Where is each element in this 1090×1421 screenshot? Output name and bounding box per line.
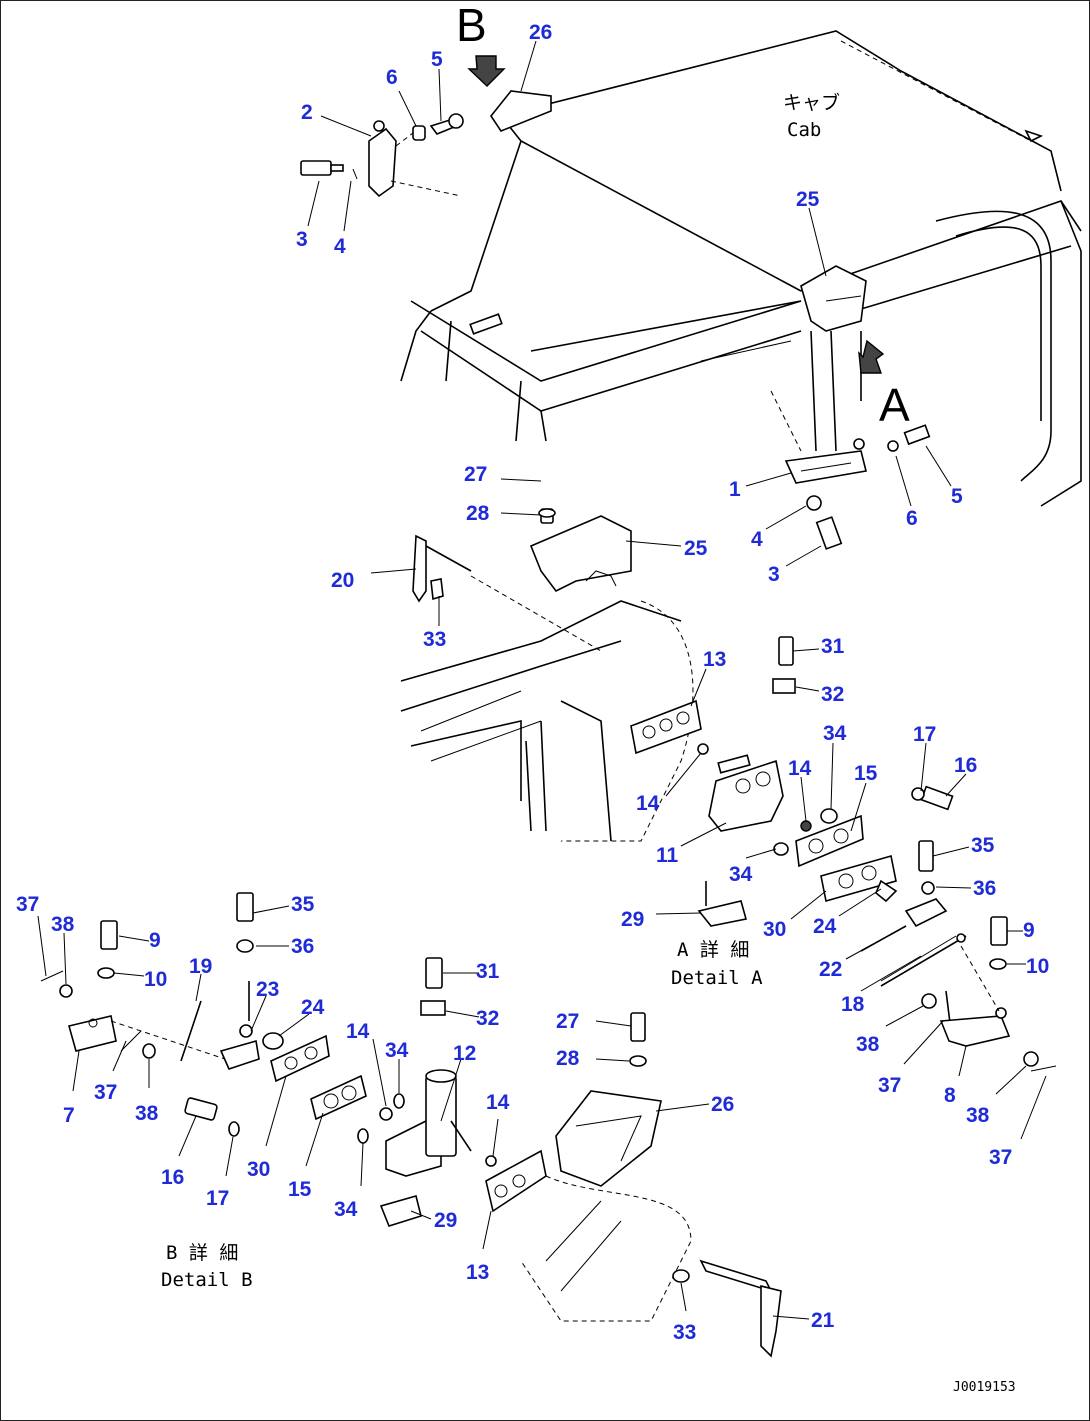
callout-1: 1	[729, 478, 741, 501]
callout-14-b-left: 14	[346, 1020, 370, 1043]
callout-13-b: 13	[466, 1261, 489, 1284]
callout-36-b: 36	[291, 935, 314, 958]
callout-6-top: 6	[386, 66, 398, 89]
view-letter-b: B	[456, 1, 487, 51]
callout-7: 7	[63, 1104, 75, 1127]
callout-25-top: 25	[796, 188, 820, 211]
callout-20: 20	[331, 569, 354, 592]
callout-8: 8	[944, 1084, 956, 1107]
callout-26-top: 26	[529, 21, 552, 44]
callout-31-b: 31	[476, 960, 500, 983]
callout-34-b-top: 34	[385, 1039, 409, 1062]
callout-17-a: 17	[913, 723, 936, 746]
callout-3-mid: 3	[768, 563, 780, 586]
callout-23: 23	[256, 978, 279, 1001]
callout-30-a: 30	[763, 918, 786, 941]
callout-37-b-bottom: 37	[94, 1081, 117, 1104]
detail-b-assembly	[40, 892, 782, 1358]
callout-35-a: 35	[971, 834, 995, 857]
callout-9-b: 9	[149, 929, 161, 952]
callout-14-a-left: 14	[636, 792, 660, 815]
callout-32-b: 32	[476, 1007, 499, 1030]
callout-38-b-bottom: 38	[135, 1102, 159, 1125]
callout-22: 22	[819, 958, 842, 981]
callouts: 26 5 6 2 3 4 25 1 5 6 4 3 27 28 25 20 33…	[16, 21, 1049, 1344]
callout-10-b: 10	[144, 968, 167, 991]
callout-14-b-right: 14	[486, 1091, 510, 1114]
callout-11: 11	[656, 844, 679, 867]
callout-15-a: 15	[854, 762, 878, 785]
drawing-code: J0019153	[953, 1380, 1016, 1395]
callout-38-a-left: 38	[856, 1033, 880, 1056]
detail-a-label-jp: A 詳 細	[677, 939, 749, 961]
callout-2: 2	[301, 101, 313, 124]
callout-28-mid: 28	[466, 502, 490, 525]
view-b-arrow	[467, 55, 506, 87]
callout-27-mid: 27	[464, 463, 487, 486]
view-a-arrow	[858, 339, 885, 374]
detail-a-latch-8	[921, 916, 1057, 1072]
hinge-part-1	[770, 390, 931, 550]
callout-33-mid: 33	[423, 628, 446, 651]
detail-b-label-jp: B 詳 細	[166, 1242, 238, 1264]
callout-10-a: 10	[1026, 955, 1049, 978]
callout-36-a: 36	[973, 877, 996, 900]
detail-a-label-en: Detail A	[671, 967, 763, 989]
callout-24-a: 24	[813, 915, 837, 938]
callout-18: 18	[841, 993, 865, 1016]
callout-6-mid: 6	[906, 507, 918, 530]
callout-14-a-right: 14	[788, 757, 812, 780]
callout-33-b: 33	[673, 1321, 696, 1344]
callout-15-b: 15	[288, 1178, 312, 1201]
view-letter-a: A	[879, 379, 910, 431]
callout-17-b: 17	[206, 1187, 229, 1210]
callout-27-b: 27	[556, 1010, 579, 1033]
callout-21: 21	[811, 1309, 835, 1332]
callout-16-a: 16	[954, 754, 977, 777]
callout-28-b: 28	[556, 1047, 580, 1070]
callout-31-mid: 31	[821, 635, 845, 658]
callout-24-b: 24	[301, 996, 325, 1019]
callout-35-b: 35	[291, 893, 315, 916]
cab-label-jp: キャブ	[783, 91, 840, 114]
detail-a-assembly	[630, 636, 967, 987]
cab-front-section	[400, 508, 694, 842]
upper-left-hardware	[300, 113, 464, 198]
callout-4-top: 4	[334, 235, 346, 258]
callout-37-b-top: 37	[16, 893, 39, 916]
callout-32-mid: 32	[821, 683, 844, 706]
callout-5-mid: 5	[951, 485, 963, 508]
callout-4-mid: 4	[751, 528, 763, 551]
callout-37-a-right: 37	[989, 1146, 1012, 1169]
callout-30-b: 30	[247, 1158, 270, 1181]
detail-b-label-en: Detail B	[161, 1269, 253, 1291]
cab-body	[400, 30, 1082, 507]
callout-26-b: 26	[711, 1093, 734, 1116]
callout-9-a: 9	[1023, 919, 1035, 942]
callout-13-mid: 13	[703, 648, 726, 671]
cab-label-en: Cab	[787, 119, 821, 141]
callout-29-b: 29	[434, 1209, 457, 1232]
callout-5-top: 5	[431, 48, 443, 71]
callout-34-b-bottom: 34	[334, 1198, 358, 1221]
callout-38-a-right: 38	[966, 1104, 990, 1127]
callout-16-b: 16	[161, 1166, 184, 1189]
callout-3-top: 3	[296, 228, 308, 251]
callout-37-a-left: 37	[878, 1074, 901, 1097]
callout-38-b-top: 38	[51, 913, 75, 936]
callout-25-mid: 25	[684, 537, 708, 560]
callout-29-a: 29	[621, 908, 644, 931]
callout-34-a-top: 34	[823, 722, 847, 745]
callout-12: 12	[453, 1042, 476, 1065]
callout-34-a-bottom: 34	[729, 863, 753, 886]
callout-19: 19	[189, 955, 212, 978]
